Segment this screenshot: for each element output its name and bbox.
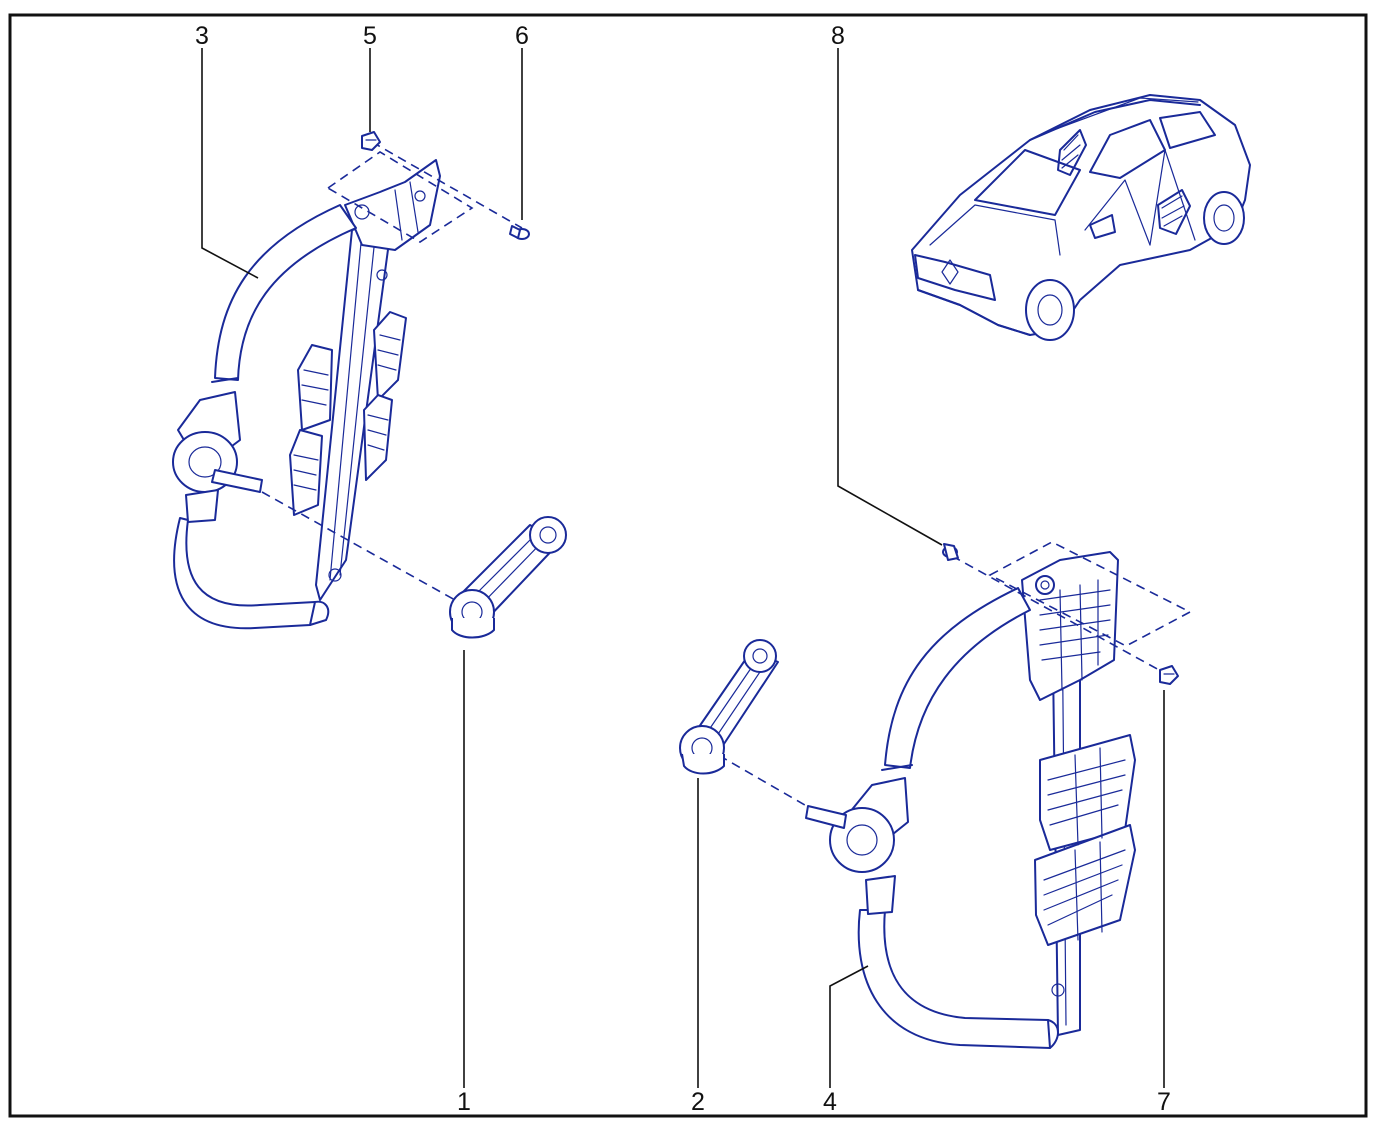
screw-part-6	[509, 225, 530, 240]
callout-2: 2	[691, 1088, 705, 1116]
callout-4: 4	[823, 1088, 837, 1116]
clip-nut-part-5	[361, 131, 381, 151]
vehicle-location-illustration	[911, 94, 1251, 341]
screw-part-8	[942, 543, 959, 561]
callout-5: 5	[363, 22, 377, 50]
callout-1: 1	[457, 1088, 471, 1116]
callout-3: 3	[195, 22, 209, 50]
clip-nut-part-7	[1159, 665, 1179, 685]
diagram-frame	[8, 13, 1368, 1118]
callout-8: 8	[831, 22, 845, 50]
left-assembly-guide-lines	[261, 141, 523, 601]
window-crank-handle-part-2	[679, 639, 779, 775]
right-window-regulator	[805, 551, 1136, 1049]
callout-7: 7	[1157, 1088, 1171, 1116]
callout-leaders	[201, 48, 1165, 1088]
window-crank-handle-part-1	[449, 516, 567, 639]
left-window-regulator	[172, 159, 441, 630]
callout-6: 6	[515, 22, 529, 50]
